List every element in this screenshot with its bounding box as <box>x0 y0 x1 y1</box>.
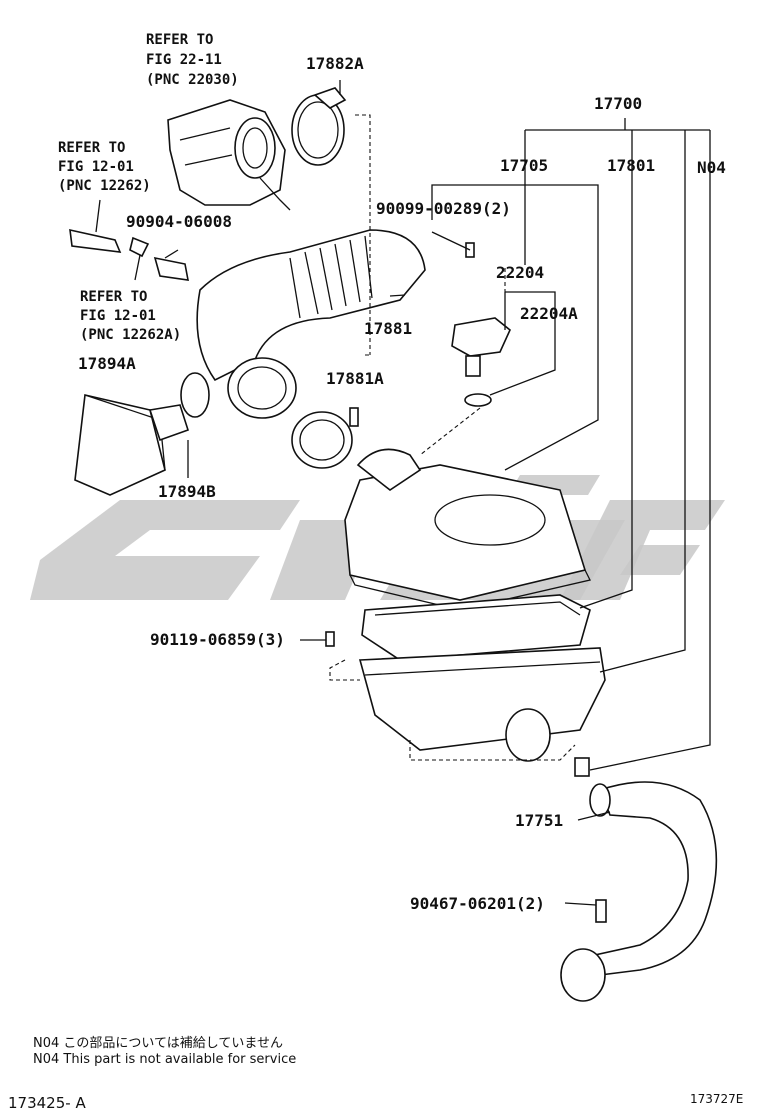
air-cleaner-cap <box>344 448 591 611</box>
ref-throttle-line3: (PNC 22030) <box>146 72 239 88</box>
footer-left-code: 173425- A <box>8 1094 86 1112</box>
air-cleaner-case <box>358 647 606 777</box>
hose-12262 <box>69 199 189 281</box>
note-en: N04 This part is not available for servi… <box>33 1052 297 1067</box>
part-label-17894A: 17894A <box>78 354 136 373</box>
ref-fitting-line3: (PNC 12262A) <box>80 327 182 343</box>
part-label-22204: 22204 <box>496 263 545 282</box>
part-label-17801: 17801 <box>607 156 656 175</box>
part-label-90467: 90467-06201(2) <box>410 894 545 913</box>
ref-throttle-line2: FIG 22-11 <box>146 52 222 68</box>
note-jp: N04 この部品については補給していません <box>33 1036 283 1051</box>
ref-hose-line3: (PNC 12262) <box>58 178 151 194</box>
ref-fitting-line1: REFER TO <box>80 289 148 305</box>
ref-fitting-line2: FIG 12-01 <box>80 308 156 324</box>
part-label-17881A: 17881A <box>326 369 384 388</box>
clamp-17882A <box>291 87 347 166</box>
part-label-90119: 90119-06859(3) <box>150 630 285 649</box>
part-label-22204A: 22204A <box>520 304 578 323</box>
part-label-17894B: 17894B <box>158 482 216 501</box>
leader-lines <box>134 80 711 906</box>
inlet-duct-17751 <box>560 781 718 1002</box>
resonator-17894A <box>74 394 189 496</box>
ref-hose-line2: FIG 12-01 <box>58 159 134 175</box>
part-label-17881: 17881 <box>364 319 413 338</box>
part-label-17751: 17751 <box>515 811 564 830</box>
filter-element-17801 <box>361 594 591 661</box>
throttle-body <box>167 99 291 211</box>
airflow-meter-22204 <box>451 242 511 407</box>
bolt-90119 <box>325 631 335 647</box>
part-label-17700: 17700 <box>594 94 643 113</box>
part-label-90904: 90904-06008 <box>126 212 232 231</box>
clamp-17881A <box>291 407 359 469</box>
part-label-17882A: 17882A <box>306 54 364 73</box>
ref-hose-line1: REFER TO <box>58 140 126 156</box>
intake-connector-17881 <box>180 229 426 419</box>
part-label-17705: 17705 <box>500 156 549 175</box>
part-label-90099: 90099-00289(2) <box>376 199 511 218</box>
footer-right-code: 173727E <box>690 1092 744 1106</box>
ref-throttle-line1: REFER TO <box>146 32 214 48</box>
part-label-N04: N04 <box>697 158 726 177</box>
